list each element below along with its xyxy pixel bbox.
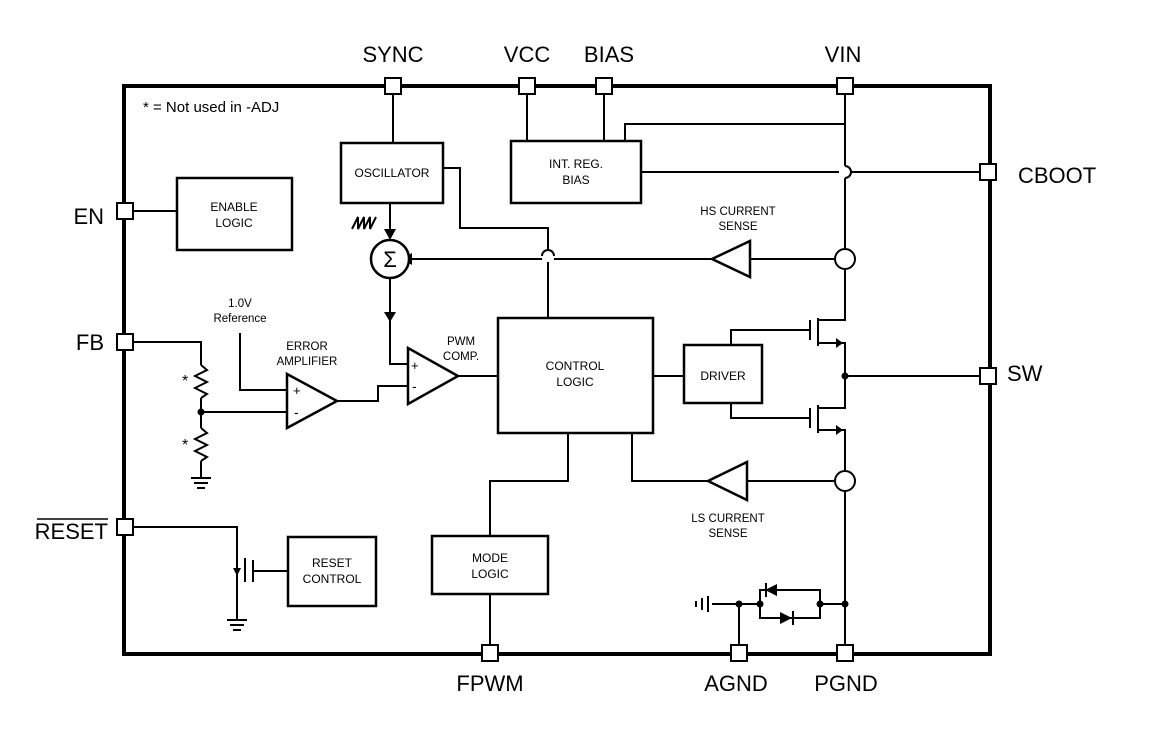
pin-sync[interactable] <box>384 77 402 95</box>
oscillator-block: OSCILLATOR <box>339 141 445 205</box>
pwm-comp-label-line1: PWM <box>447 336 475 348</box>
ls-sense-label-line2: SENSE <box>709 528 748 540</box>
enable-logic-block: ENABLE LOGIC <box>175 176 294 252</box>
pin-label-sw: SW <box>1007 361 1043 386</box>
control-label-line1: CONTROL <box>546 359 605 373</box>
mode-logic-block: MODE LOGIC <box>430 534 550 596</box>
note-text: * = Not used in -ADJ <box>143 99 279 116</box>
enable-label-line2: LOGIC <box>215 216 253 230</box>
reference-label-line2: Reference <box>213 313 266 325</box>
mode-label-line2: LOGIC <box>471 567 509 581</box>
int-reg-label-line1: INT. REG. <box>549 157 603 171</box>
error-amplifier: + - <box>285 371 340 431</box>
pin-sw[interactable] <box>979 367 997 385</box>
reset-label-line1: RESET <box>312 556 353 570</box>
pin-label-pgnd: PGND <box>814 671 878 696</box>
pin-label-vcc: VCC <box>504 42 551 67</box>
sigma-symbol: Σ <box>383 247 397 272</box>
error-amp-plus: + <box>293 383 301 398</box>
ls-current-sense-amp <box>705 460 749 502</box>
mode-label-line1: MODE <box>472 551 508 565</box>
pin-label-cboot: CBOOT <box>1018 163 1096 188</box>
pwm-comp-plus: + <box>411 358 419 373</box>
summing-junction: Σ <box>369 238 411 280</box>
pin-label-sync: SYNC <box>362 42 423 67</box>
driver-label: DRIVER <box>700 369 746 383</box>
pin-fb[interactable] <box>116 333 134 351</box>
pin-vcc[interactable] <box>518 77 536 95</box>
pin-label-en: EN <box>73 204 104 229</box>
pin-pgnd[interactable] <box>836 644 854 662</box>
hs-current-sense-amp <box>709 239 752 279</box>
reset-control-block: RESET CONTROL <box>286 535 378 608</box>
pin-agnd[interactable] <box>730 644 748 662</box>
pwm-comp-label-line2: COMP. <box>443 351 479 363</box>
ls-sense-label-line1: LS CURRENT <box>691 513 764 525</box>
error-amp-minus: - <box>294 404 299 420</box>
int-reg-label-line2: BIAS <box>562 173 589 187</box>
reset-label-line2: CONTROL <box>303 572 362 586</box>
reference-label-line1: 1.0V <box>228 298 252 310</box>
ramp-waveform-icon <box>351 216 377 230</box>
error-amp-label-line1: ERROR <box>286 341 328 353</box>
error-amp-label-line2: AMPLIFIER <box>277 356 338 368</box>
enable-label-line1: ENABLE <box>210 200 257 214</box>
control-label-line2: LOGIC <box>556 375 594 389</box>
pin-bias[interactable] <box>595 77 613 95</box>
pin-label-fpwm: FPWM <box>456 671 523 696</box>
pin-label-agnd: AGND <box>704 671 768 696</box>
control-logic-block: CONTROL LOGIC <box>496 316 655 435</box>
pin-label-reset: RESET <box>35 519 108 544</box>
hs-sense-label-line1: HS CURRENT <box>700 206 775 218</box>
pin-en[interactable] <box>116 202 134 220</box>
pin-label-fb: FB <box>76 330 104 355</box>
pin-fpwm[interactable] <box>481 644 499 662</box>
pwm-comparator: + - <box>406 345 461 407</box>
asterisk-bottom: * <box>182 437 188 454</box>
pin-label-bias: BIAS <box>584 42 634 67</box>
pin-vin[interactable] <box>836 77 854 95</box>
oscillator-label: OSCILLATOR <box>355 166 430 180</box>
pwm-comp-minus: - <box>412 378 417 394</box>
driver-block: DRIVER <box>682 343 764 405</box>
pin-reset[interactable] <box>116 518 134 536</box>
int-reg-bias-block: INT. REG. BIAS <box>509 139 643 205</box>
asterisk-top: * <box>182 373 188 390</box>
pin-label-vin: VIN <box>825 42 862 67</box>
pin-cboot[interactable] <box>979 163 997 181</box>
hs-sense-label-line2: SENSE <box>719 221 758 233</box>
